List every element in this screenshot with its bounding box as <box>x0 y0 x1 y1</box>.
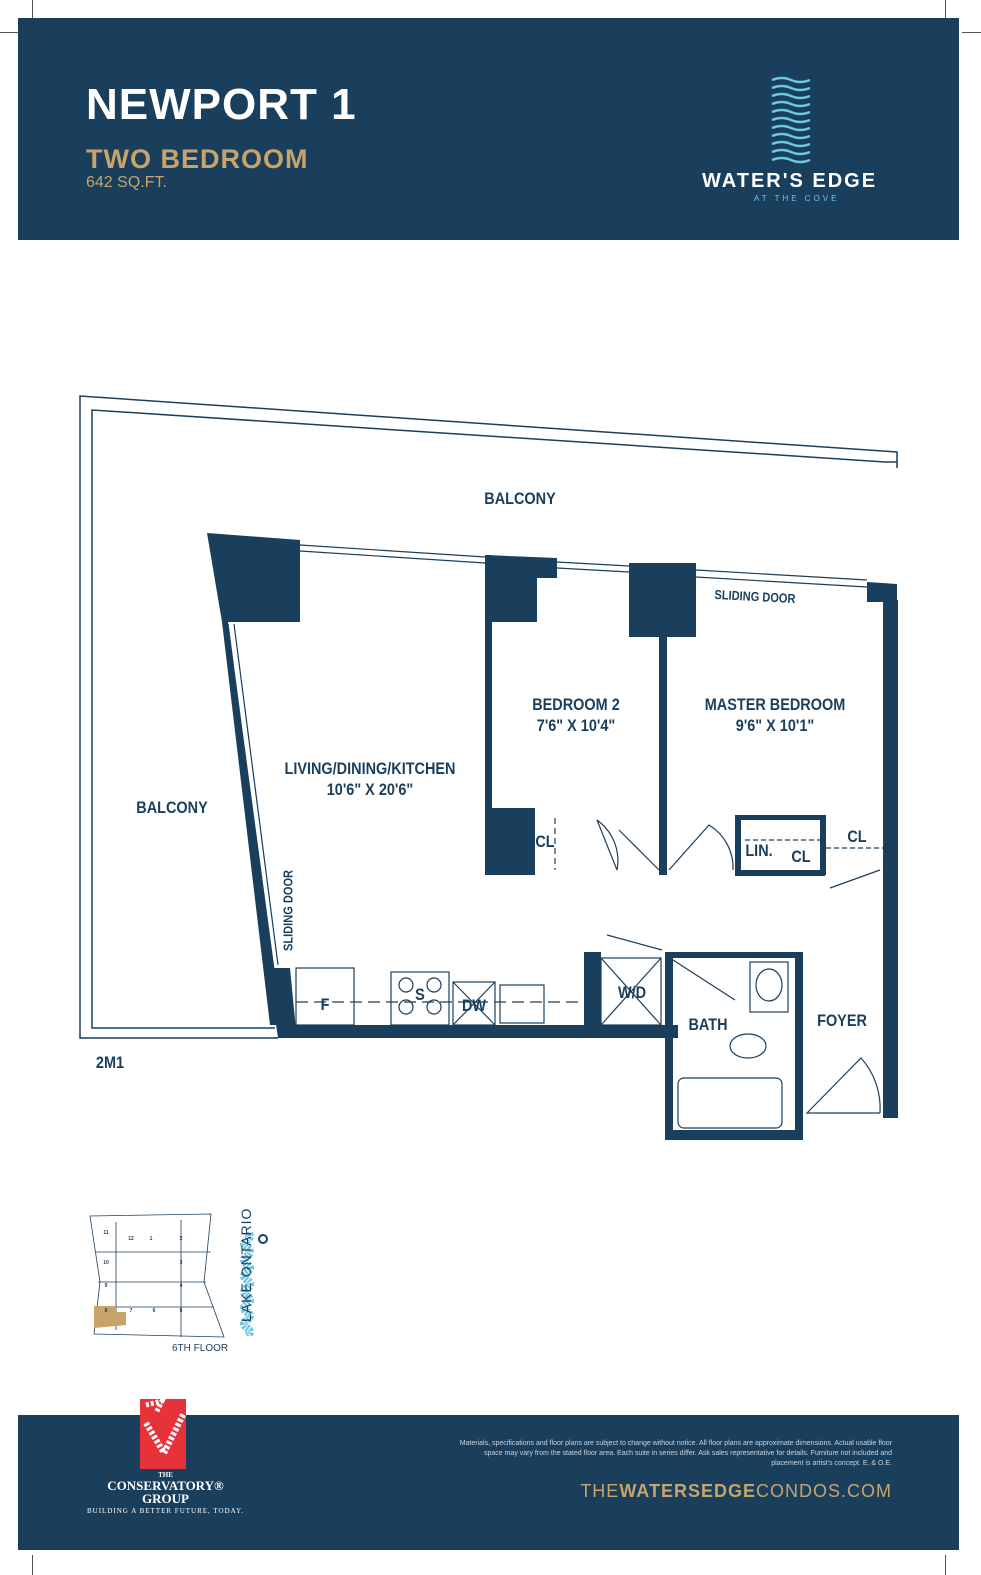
room-name: LIVING/DINING/KITCHEN <box>284 759 456 778</box>
header-banner: NEWPORT 1 TWO BEDROOM 642 SQ.FT. WATER'S… <box>18 18 959 240</box>
dishwasher <box>452 981 496 1026</box>
brand-name: WATER'S EDGE <box>702 170 878 192</box>
foyer-label: FOYER <box>817 1011 867 1030</box>
unit-number: 10 <box>103 1260 109 1266</box>
living-room-label: LIVING/DINING/KITCHEN 10'6" X 20'6" <box>277 758 464 800</box>
room-dimensions: 9'6" X 10'1" <box>735 716 815 735</box>
room-name: MASTER BEDROOM <box>704 695 846 714</box>
conservatory-logo-icon <box>140 1399 187 1469</box>
sink <box>499 984 545 1024</box>
fridge <box>295 967 355 1026</box>
fridge-label: F <box>320 995 330 1014</box>
crop-mark <box>32 1555 33 1575</box>
crop-mark <box>32 0 33 18</box>
window <box>299 544 486 558</box>
suite-title: NEWPORT 1 <box>86 80 357 129</box>
company-the: THE <box>158 1471 173 1479</box>
unit-number: 8 <box>105 1308 108 1314</box>
door-swing <box>596 819 618 871</box>
company-name: CONSERVATORY® <box>107 1478 224 1493</box>
url-part: CONDOS.COM <box>756 1481 892 1501</box>
bathtub <box>677 1077 783 1129</box>
website-link[interactable]: THEWATERSEDGECONDOS.COM <box>580 1481 892 1502</box>
master-bedroom-label: MASTER BEDROOM 9'6" X 10'1" <box>703 694 848 736</box>
company-group: GROUP <box>142 1491 189 1506</box>
balcony-inner-line <box>91 409 897 1029</box>
linen-label: LIN. <box>745 841 773 860</box>
closet-label: CL <box>535 832 555 851</box>
unit-number: 12 <box>128 1236 134 1242</box>
balcony-top-label: BALCONY <box>484 489 556 508</box>
unit-number: 7 <box>130 1308 133 1314</box>
bedroom-2-label: BEDROOM 2 7'6" X 10'4" <box>525 694 627 736</box>
key-plan: 11 12 1 2 10 3 9 4 8 7 6 5 <box>89 1213 225 1338</box>
washer-dryer <box>600 957 662 1026</box>
stove <box>390 971 450 1026</box>
company-logo: THE CONSERVATORY® GROUP BUILDING A BETTE… <box>18 1471 313 1515</box>
unit-number: 11 <box>103 1230 109 1236</box>
crop-mark <box>962 32 981 33</box>
bath-label: BATH <box>687 1014 729 1035</box>
highlighted-suite <box>94 1306 126 1328</box>
floor-plan <box>79 395 898 1140</box>
crop-mark <box>945 1555 946 1575</box>
balcony-left-label: BALCONY <box>136 798 208 817</box>
url-part: WATERSEDGE <box>619 1481 756 1501</box>
unit-number: 5 <box>180 1308 183 1314</box>
crop-mark <box>0 32 18 33</box>
toilet <box>729 1033 767 1059</box>
lake-ontario-label: LAKE ONTARIO <box>238 1207 254 1322</box>
floor-label: 6TH FLOOR <box>172 1343 229 1354</box>
dishwasher-label: DW <box>461 996 487 1015</box>
unit-number: 4 <box>180 1283 183 1289</box>
disclaimer: Materials, specifications and floor plan… <box>459 1440 892 1467</box>
room-name: BEDROOM 2 <box>532 695 620 714</box>
unit-number: 6 <box>153 1308 156 1314</box>
vanity <box>749 961 789 1013</box>
washer-dryer-label: W/D <box>617 983 647 1002</box>
wall-wedge <box>207 533 300 622</box>
unit-number: 2 <box>180 1236 183 1242</box>
footer-banner: THE CONSERVATORY® GROUP BUILDING A BETTE… <box>18 1399 959 1550</box>
balcony-outline <box>79 395 898 1039</box>
sliding-door-left-label: SLIDING DOOR <box>280 869 296 952</box>
wall-bed2-col <box>485 555 557 622</box>
unit-number: 9 <box>105 1283 108 1289</box>
room-dimensions: 7'6" X 10'4" <box>536 716 616 735</box>
compass-icon <box>258 1234 268 1244</box>
suite-type: TWO BEDROOM <box>86 144 309 174</box>
suite-area: 642 SQ.FT. <box>86 174 167 191</box>
unit-number: 1 <box>150 1236 153 1242</box>
company-tagline: BUILDING A BETTER FUTURE, TODAY. <box>87 1507 244 1515</box>
brand-subtitle: AT THE COVE <box>754 194 840 203</box>
closet-label: CL <box>847 827 867 846</box>
closet-label: CL <box>791 847 811 866</box>
url-part: THE <box>580 1481 620 1501</box>
unit-code: 2M1 <box>95 1053 125 1072</box>
lake-waves-icon <box>240 1232 254 1336</box>
crop-mark <box>945 0 946 18</box>
stove-label: S <box>415 985 425 1004</box>
waves-logo-icon <box>771 76 811 164</box>
room-dimensions: 10'6" X 20'6" <box>326 780 414 799</box>
unit-number: 3 <box>180 1260 183 1266</box>
